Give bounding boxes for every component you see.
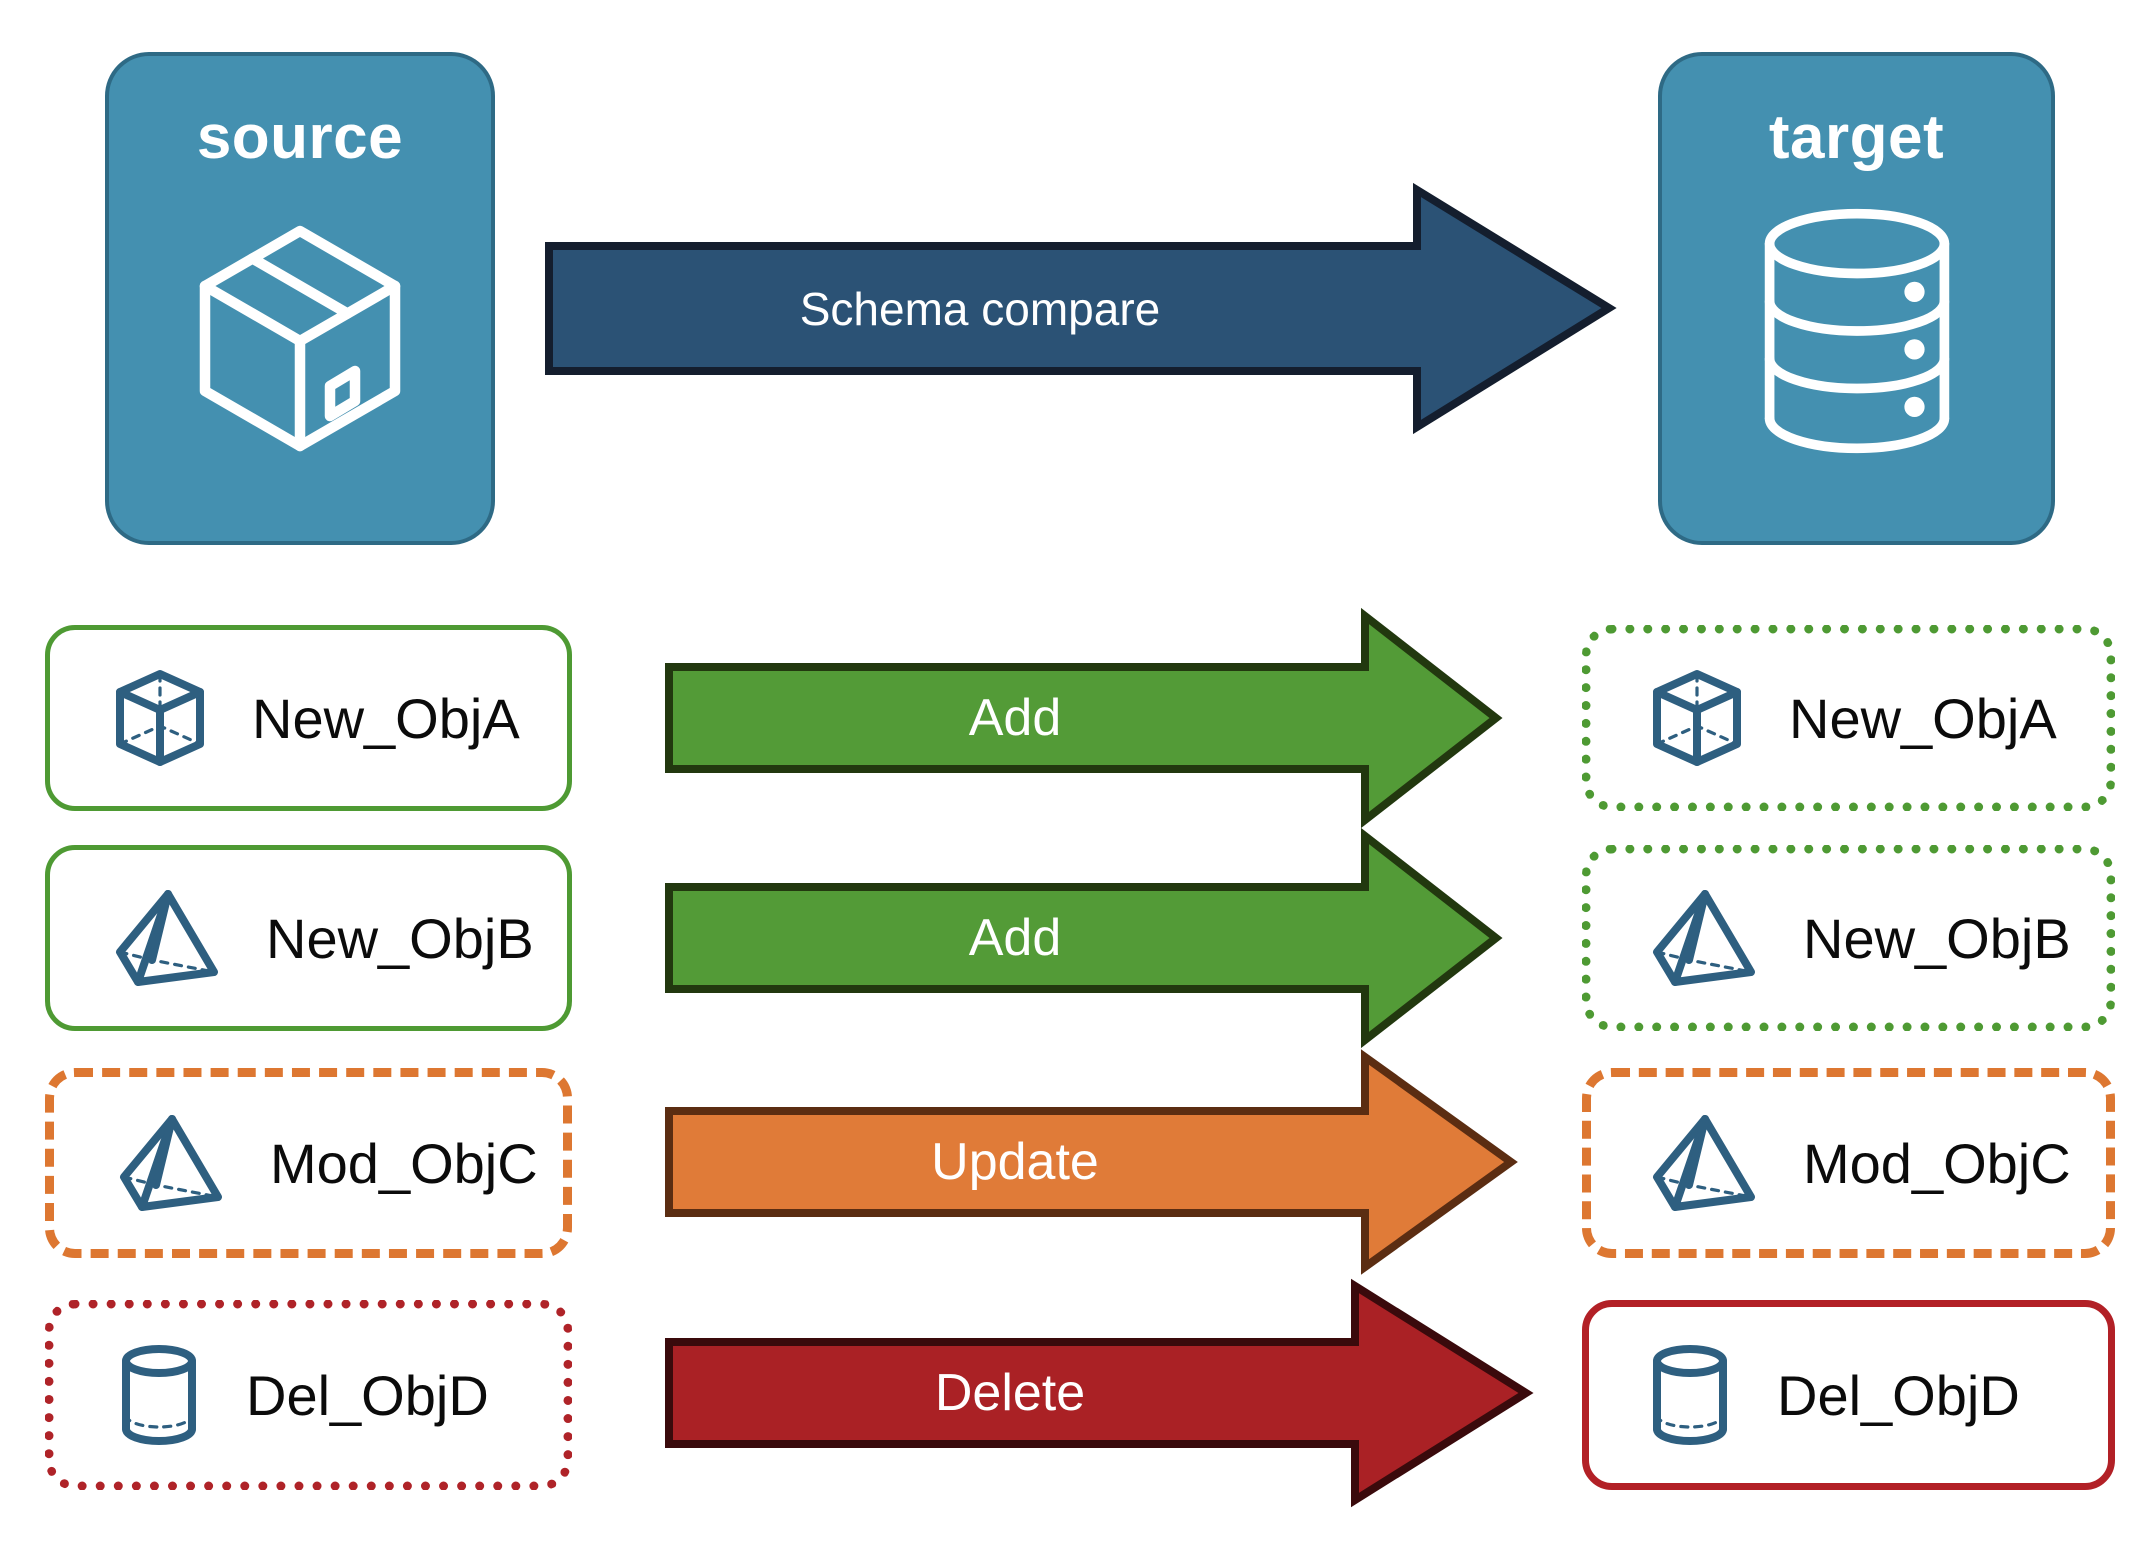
target-object-label: Del_ObjD [1777,1363,2020,1427]
source-object-label: New_ObjA [252,686,520,750]
target-panel: target [1658,52,2055,545]
target-object-row-3[interactable]: Mod_ObjC [1582,1068,2115,1258]
database-cylinder-icon [1662,206,2051,456]
compare-row: New_ObjB Add [0,827,2150,1049]
source-object-row-1[interactable]: New_ObjA [45,625,572,811]
cube-wireframe-icon [1649,666,1745,770]
cube-wireframe-icon [112,666,208,770]
target-object-label: New_ObjA [1789,686,2057,750]
target-object-label: New_ObjB [1803,906,2071,970]
package-box-icon [109,206,491,456]
target-object-row-4[interactable]: Del_ObjD [1582,1300,2115,1490]
cylinder-wireframe-icon [116,1343,202,1447]
cylinder-wireframe-icon [1647,1343,1733,1447]
source-object-row-3[interactable]: Mod_ObjC [45,1068,572,1258]
source-object-row-4[interactable]: Del_ObjD [45,1300,572,1490]
target-object-row-1[interactable]: New_ObjA [1582,625,2115,811]
source-panel: source [105,52,495,545]
operation-arrow-update: Update [665,1049,1518,1275]
compare-row: New_ObjA Add [0,607,2150,829]
source-object-row-2[interactable]: New_ObjB [45,845,572,1031]
pyramid-wireframe-icon [1649,1111,1759,1215]
source-object-label: Mod_ObjC [270,1131,538,1195]
schema-compare-arrow: Schema compare [545,182,1617,435]
operation-arrow-add-2: Add [665,827,1503,1049]
operation-arrow-delete: Delete [665,1278,1534,1508]
pyramid-wireframe-icon [112,886,222,990]
pyramid-wireframe-icon [116,1111,226,1215]
source-panel-title: source [196,103,404,172]
target-object-row-2[interactable]: New_ObjB [1582,845,2115,1031]
target-panel-title: target [1768,103,1945,172]
source-object-label: Del_ObjD [246,1363,489,1427]
operation-arrow-add-1: Add [665,607,1503,829]
compare-row: Mod_ObjC Update [0,1049,2150,1275]
pyramid-wireframe-icon [1649,886,1759,990]
source-object-label: New_ObjB [266,906,534,970]
target-object-label: Mod_ObjC [1803,1131,2071,1195]
compare-row: Del_ObjD Delete Del_ObjD [0,1278,2150,1508]
